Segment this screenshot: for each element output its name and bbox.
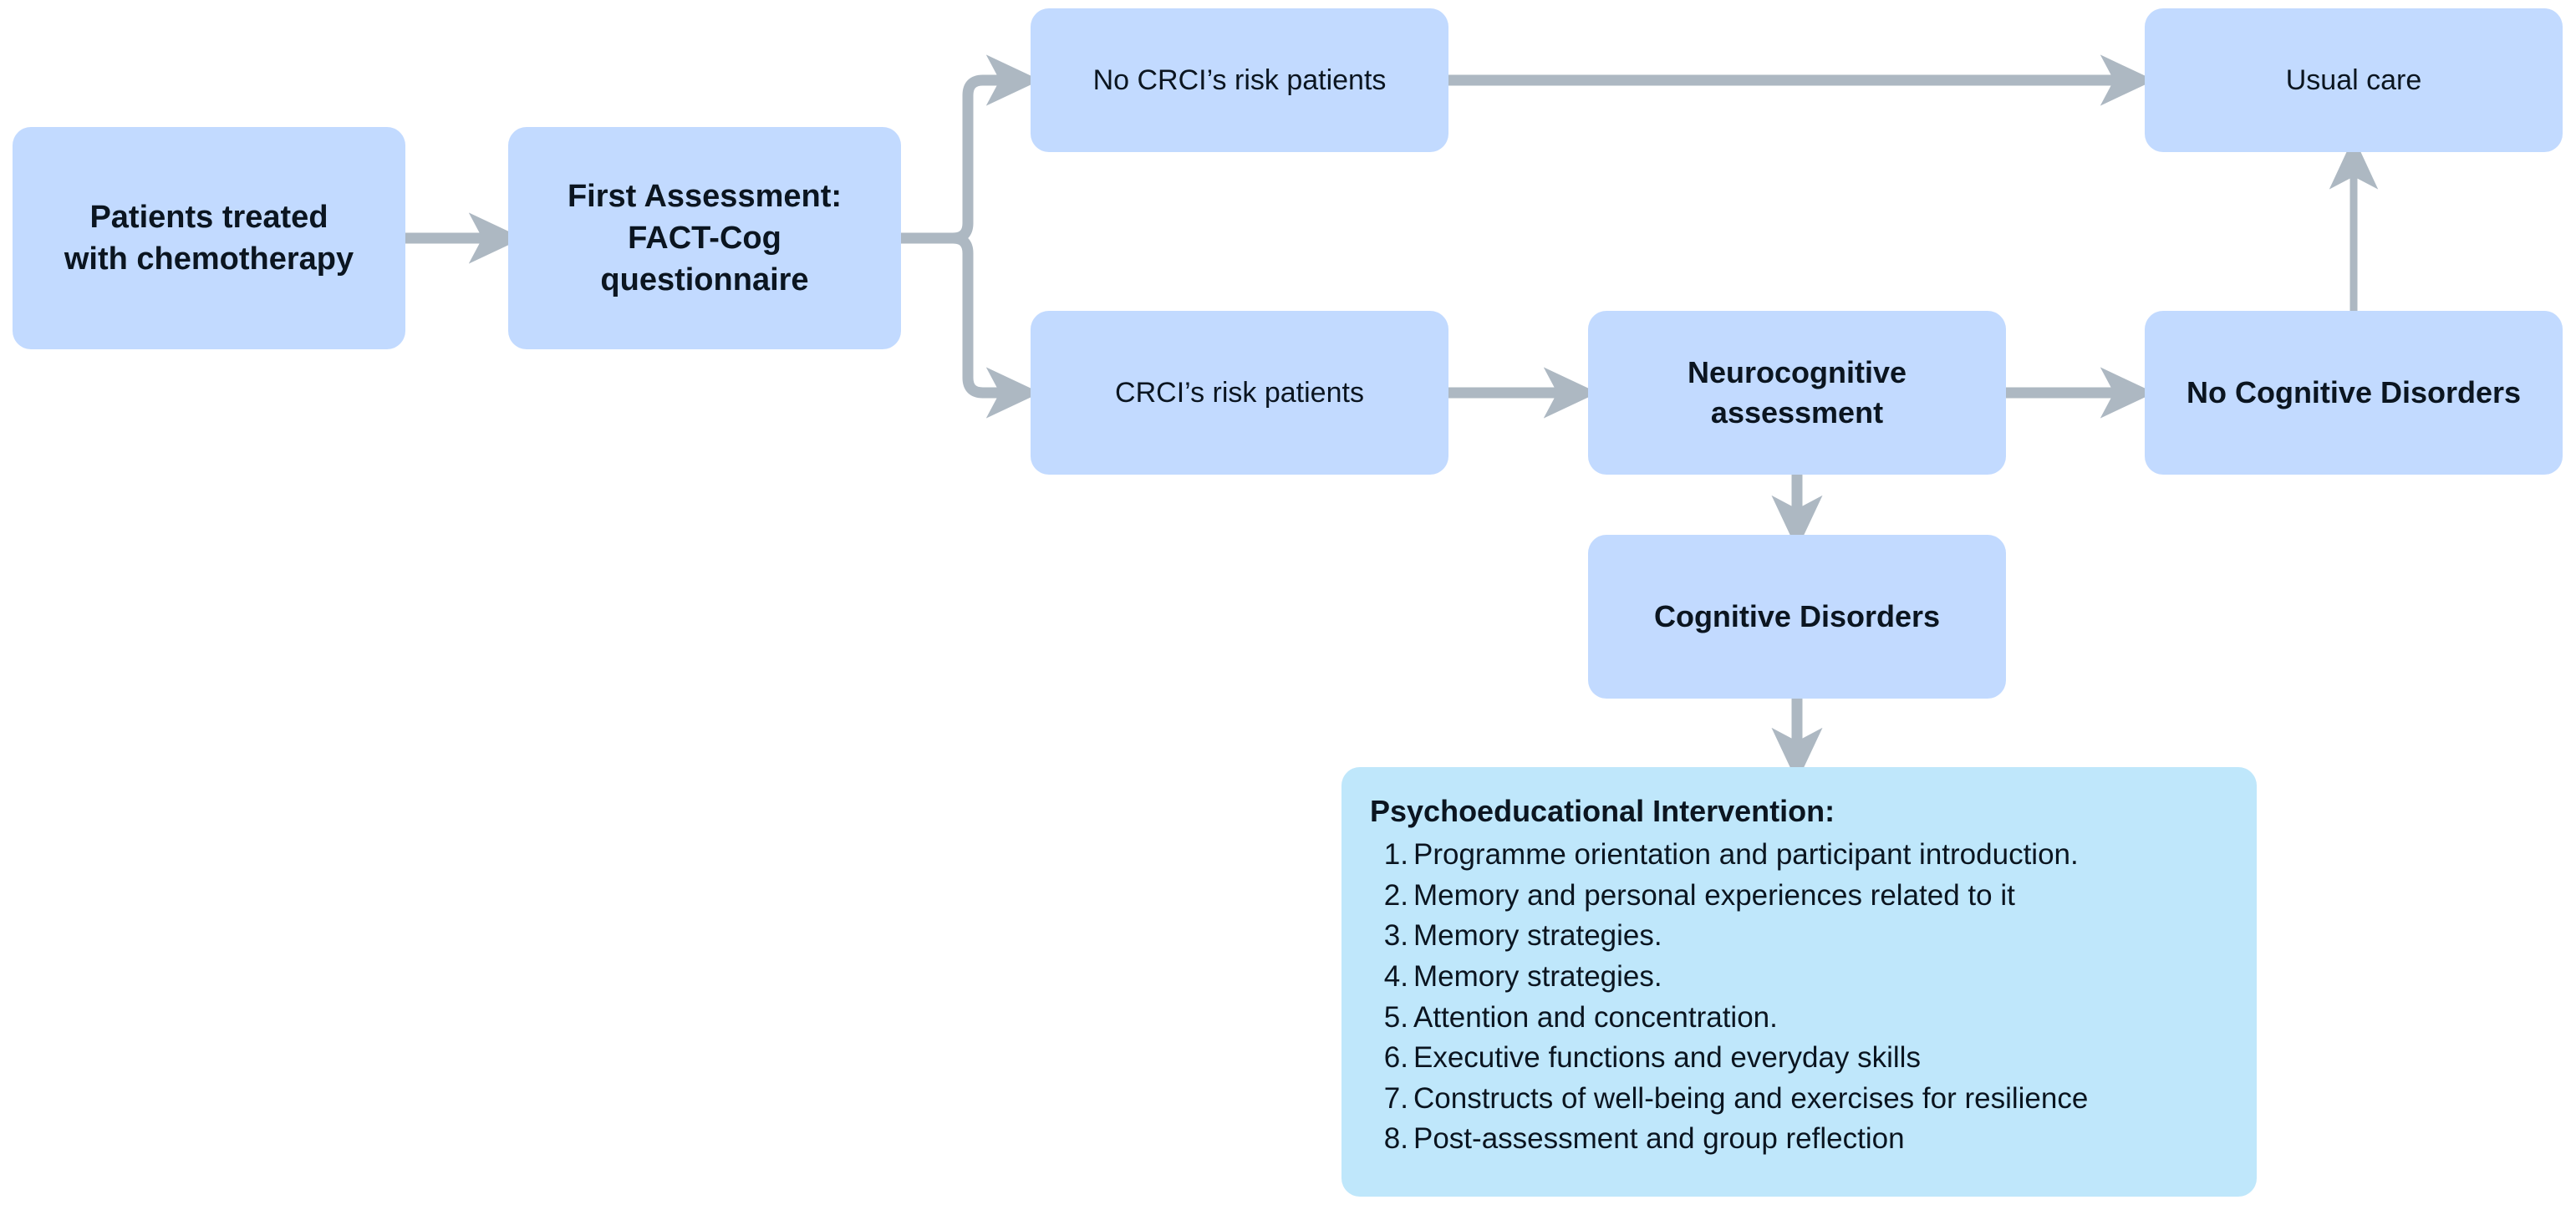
intervention-list-item: 8.Post-assessment and group reflection <box>1370 1119 2228 1160</box>
intervention-item-number: 6. <box>1383 1041 1408 1075</box>
node-psychoeducational-intervention[interactable]: Psychoeducational Intervention: 1.Progra… <box>1341 767 2257 1197</box>
intervention-item-number: 8. <box>1383 1122 1408 1156</box>
intervention-item-number: 4. <box>1383 959 1408 993</box>
intervention-item-text: Memory and personal experiences related … <box>1413 878 2015 912</box>
intervention-list-item: 4.Memory strategies. <box>1370 957 2228 998</box>
intervention-list-item: 6.Executive functions and everyday skill… <box>1370 1038 2228 1079</box>
node-no-cognitive-disorders-label: No Cognitive Disorders <box>2186 375 2522 410</box>
node-no-cognitive-disorders[interactable]: No Cognitive Disorders <box>2145 311 2563 475</box>
node-first-assessment-line3: questionnaire <box>600 262 809 298</box>
node-first-assessment-line2: FACT-Cog <box>628 220 781 256</box>
node-neurocognitive-assessment[interactable]: Neurocognitive assessment <box>1588 311 2006 475</box>
intervention-title: Psychoeducational Intervention: <box>1370 794 1835 828</box>
intervention-item-number: 1. <box>1383 838 1408 871</box>
node-cognitive-disorders[interactable]: Cognitive Disorders <box>1588 535 2006 699</box>
node-neurocognitive-assessment-label: Neurocognitive assessment <box>1688 353 1907 432</box>
node-neurocognitive-line1: Neurocognitive <box>1687 355 1907 390</box>
intervention-list-item: 7.Constructs of well-being and exercises… <box>1370 1079 2228 1120</box>
intervention-item-text: Memory strategies. <box>1413 959 1662 993</box>
node-no-crci-risk-patients[interactable]: No CRCI’s risk patients <box>1031 8 1448 152</box>
intervention-item-number: 5. <box>1383 1000 1408 1034</box>
intervention-item-number: 2. <box>1383 878 1408 912</box>
intervention-item-text: Memory strategies. <box>1413 919 1662 953</box>
node-no-crci-risk-patients-label: No CRCI’s risk patients <box>1092 64 1387 96</box>
node-neurocognitive-line2: assessment <box>1710 395 1884 430</box>
node-patients-label: Patients treated with chemotherapy <box>64 196 354 280</box>
edge-first-assessment-branch <box>901 54 1041 419</box>
intervention-item-text: Attention and concentration. <box>1413 1000 1778 1034</box>
intervention-item-text: Executive functions and everyday skills <box>1413 1041 1921 1075</box>
node-patients-line1: Patients treated <box>89 199 328 235</box>
node-first-assessment-label: First Assessment: FACT-Cog questionnaire <box>568 175 842 301</box>
node-first-assessment[interactable]: First Assessment: FACT-Cog questionnaire <box>508 127 901 349</box>
intervention-item-number: 3. <box>1383 919 1408 953</box>
node-crci-risk-patients[interactable]: CRCI’s risk patients <box>1031 311 1448 475</box>
intervention-list-item: 1.Programme orientation and participant … <box>1370 835 2228 876</box>
intervention-item-text: Constructs of well-being and exercises f… <box>1413 1081 2089 1115</box>
intervention-item-text: Post-assessment and group reflection <box>1413 1122 1905 1156</box>
node-patients-treated-with-chemotherapy[interactable]: Patients treated with chemotherapy <box>13 127 405 349</box>
intervention-session-list: 1.Programme orientation and participant … <box>1370 835 2228 1160</box>
intervention-list-item: 5.Attention and concentration. <box>1370 998 2228 1039</box>
intervention-item-text: Programme orientation and participant in… <box>1413 838 2079 871</box>
node-patients-line2: with chemotherapy <box>64 241 354 277</box>
intervention-list-item: 3.Memory strategies. <box>1370 916 2228 957</box>
node-first-assessment-line1: First Assessment: <box>567 178 843 214</box>
intervention-item-number: 7. <box>1383 1081 1408 1115</box>
intervention-list-item: 2.Memory and personal experiences relate… <box>1370 876 2228 917</box>
node-crci-risk-patients-label: CRCI’s risk patients <box>1115 376 1364 409</box>
node-usual-care-label: Usual care <box>2285 64 2422 96</box>
node-usual-care[interactable]: Usual care <box>2145 8 2563 152</box>
node-cognitive-disorders-label: Cognitive Disorders <box>1653 599 1941 634</box>
